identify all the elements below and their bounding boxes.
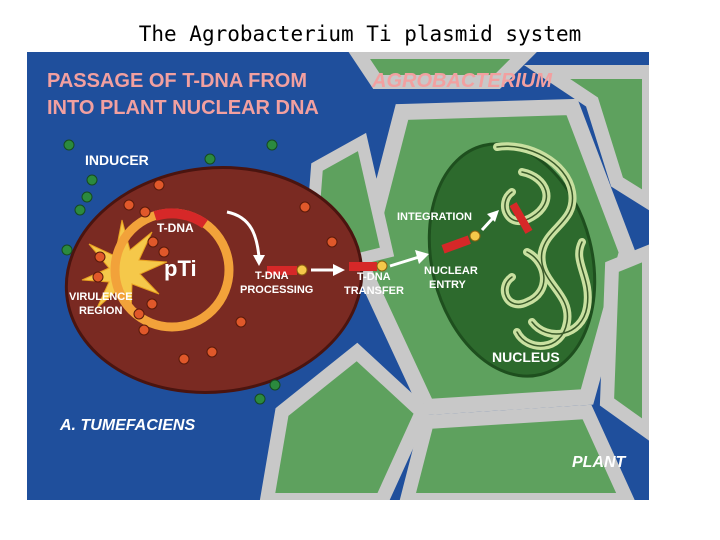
transfer-arrowhead [253, 255, 265, 266]
label-nuclear-entry-2: ENTRY [429, 279, 467, 291]
protein-dot [146, 298, 158, 310]
plant-cell-bottom-left [259, 342, 431, 500]
nuclear-entry-t-dna [441, 235, 471, 254]
t-dna-on-plasmid [153, 208, 208, 229]
label-processing-1: T-DNA [255, 270, 289, 282]
protein-dot [158, 246, 170, 258]
label-bacterium: A. TUMEFACIENS [59, 417, 195, 434]
protein-dot [147, 236, 159, 248]
plant-cell-right-top [523, 65, 649, 211]
label-t-dna: T-DNA [157, 221, 194, 235]
processing-arrowhead [333, 264, 345, 276]
inducer-dot [204, 153, 216, 165]
transfer-t-dna [349, 262, 377, 271]
inducer-dot [81, 191, 93, 203]
protein-dot [139, 206, 151, 218]
label-processing-2: PROCESSING [240, 284, 313, 296]
transfer-to-nucleus-arrowhead [415, 250, 429, 264]
processing-t-dna-cap [296, 264, 308, 276]
nuclear-entry-t-dna-cap [469, 230, 481, 242]
protein-dot [153, 179, 165, 191]
label-virulence-2: REGION [79, 305, 122, 317]
inducer-dot [254, 393, 266, 405]
inducer-dot [86, 174, 98, 186]
slide-title: The Agrobacterium Ti plasmid system [138, 22, 582, 46]
plant-cell-right [599, 244, 649, 441]
protein-dot [123, 199, 135, 211]
heading-line2: INTO PLANT NUCLEAR DNA [47, 97, 319, 119]
protein-dot [326, 236, 338, 248]
protein-dot [94, 251, 106, 263]
transfer-arrow [226, 210, 261, 258]
protein-dot [178, 353, 190, 365]
agrobacterium-diagram: PASSAGE OF T-DNA FROM AGROBACTERIUM INTO… [27, 52, 649, 500]
inducer-dot [266, 139, 278, 151]
protein-dot [133, 308, 145, 320]
transfer-to-nucleus-arrow [389, 255, 420, 268]
integration-arrowhead [487, 210, 499, 222]
plant-cell-top [348, 52, 537, 89]
label-transfer-2: TRANSFER [344, 285, 404, 297]
plant-cell-bottom-middle [399, 404, 635, 500]
integrated-t-dna [509, 202, 533, 234]
inducer-dot [63, 139, 75, 151]
protein-dot [92, 271, 104, 283]
protein-dot [206, 346, 218, 358]
heading-line1-b: AGROBACTERIUM [371, 70, 553, 92]
heading-line1-a: PASSAGE OF T-DNA FROM [47, 70, 307, 92]
label-nuclear-entry-1: NUCLEAR [424, 265, 478, 277]
label-pti: pTi [164, 256, 197, 281]
protein-dot [235, 316, 247, 328]
protein-dot [299, 201, 311, 213]
processing-t-dna [267, 266, 297, 275]
inducer-dot [74, 204, 86, 216]
label-virulence-1: VIRULENCE [69, 291, 133, 303]
label-plant: PLANT [572, 454, 627, 471]
label-nucleus: NUCLEUS [492, 349, 560, 365]
inducer-dot [269, 379, 281, 391]
inducer-dot [61, 244, 73, 256]
integration-arrow [480, 216, 495, 232]
inducer-molecules [61, 139, 281, 405]
label-integration: INTEGRATION [397, 211, 472, 223]
virulence-proteins [92, 179, 338, 365]
chromatin-outline [496, 145, 589, 347]
transfer-t-dna-cap [376, 260, 388, 272]
label-inducer: INDUCER [85, 152, 149, 168]
label-transfer-1: T-DNA [357, 271, 391, 283]
nucleus [427, 142, 597, 378]
protein-dot [138, 324, 150, 336]
